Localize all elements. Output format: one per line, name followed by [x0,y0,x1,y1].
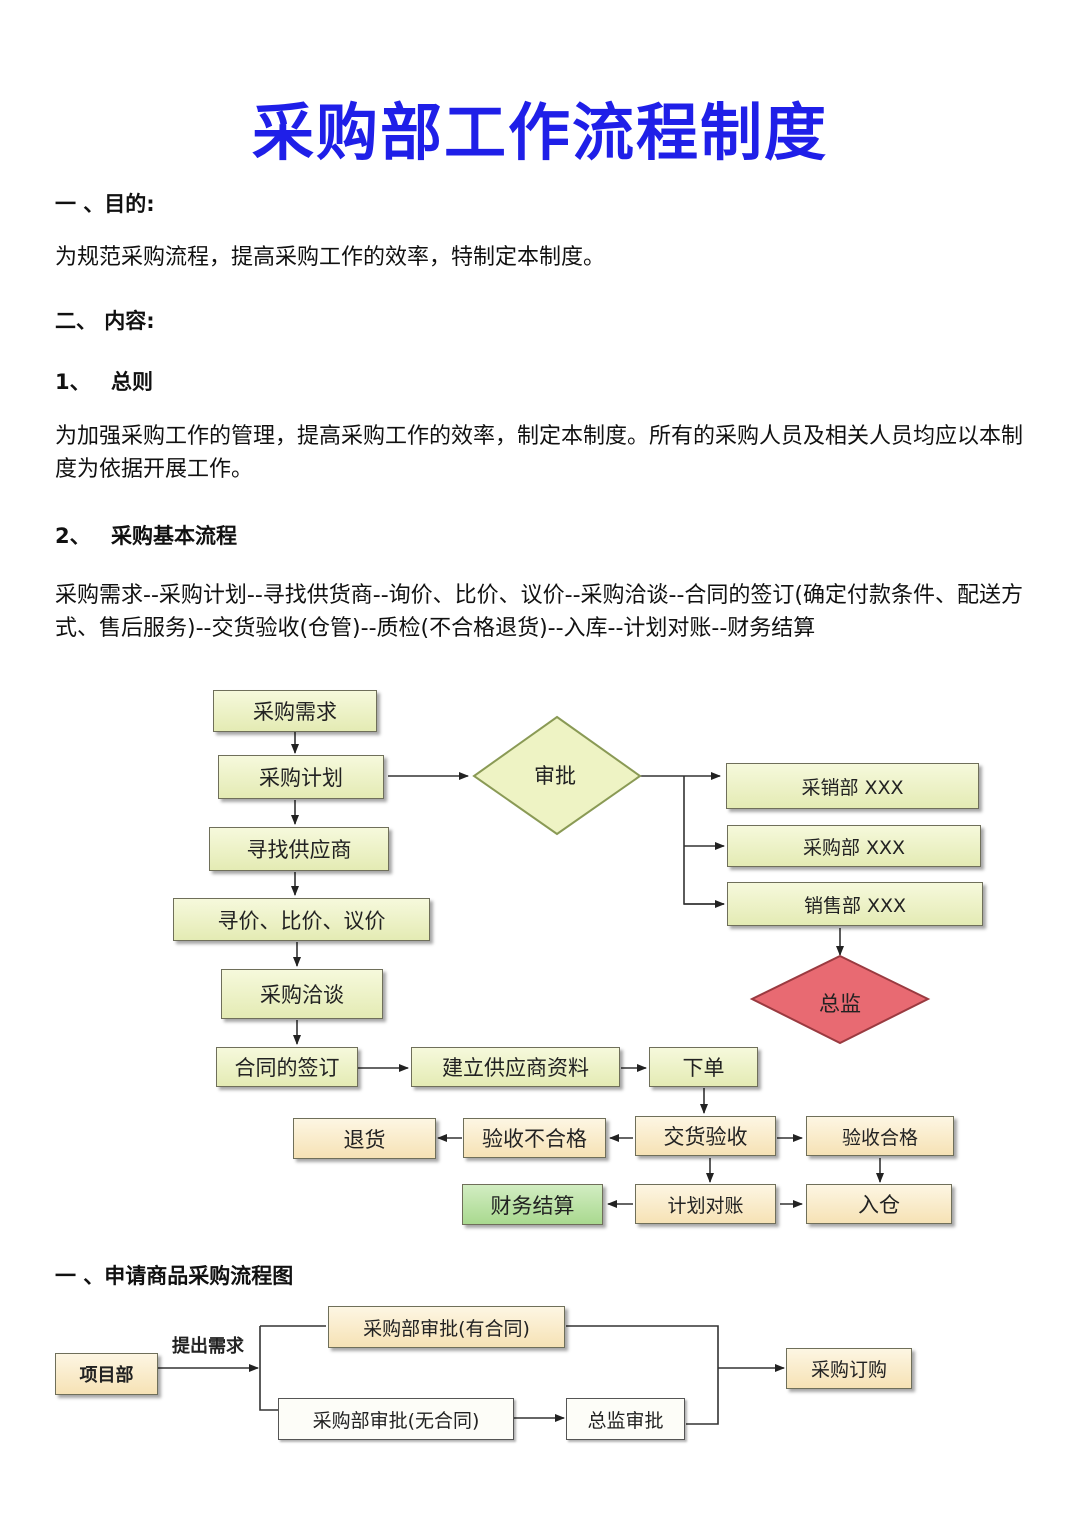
subsection-general-number: 1、 [55,370,91,394]
flow-plan-box: 采购计划 [218,755,384,799]
subsection-flow-text: 采购需求--采购计划--寻找供货商--询价、比价、议价--采购洽谈--合同的签订… [55,583,1023,641]
flow-find-supplier-box: 寻找供应商 [209,827,389,871]
flow2-approve-no-contract-box: 采购部审批(无合同) [278,1398,514,1440]
subsection-general-heading: 1、总则 [55,366,153,396]
section-apply-heading: 一 、申请商品采购流程图 [55,1264,294,1288]
section-content-heading: 二、 内容: [55,309,155,333]
section-purpose-text: 为规范采购流程，提高采购工作的效率，特制定本制度。 [55,245,606,270]
flow-dept2-box: 采购部 XXX [727,825,981,867]
subsection-flow-heading: 2、采购基本流程 [55,520,237,550]
director-label: 总监 [819,992,861,1016]
flow-settle-box: 财务结算 [462,1184,603,1225]
flow2-approve-contract-box: 采购部审批(有合同) [328,1306,565,1348]
subsection-flow-number: 2、 [55,524,91,548]
flow-contract-box: 合同的签订 [216,1047,358,1087]
flow-order-box: 下单 [649,1047,758,1087]
flow-demand-box: 采购需求 [213,690,377,732]
flow-return-box: 退货 [293,1118,436,1159]
flow-negotiate-box: 采购洽谈 [221,969,383,1019]
section-purpose-heading: 一 、目的: [55,192,155,216]
flow2-director-approve-box: 总监审批 [566,1398,685,1440]
approval-label: 审批 [534,764,576,788]
flow-dept3-box: 销售部 XXX [727,882,983,926]
connector-approval-branch [259,1326,278,1411]
flow-dept1-box: 采销部 XXX [726,763,979,809]
page-title: 采购部工作流程制度 [251,96,828,169]
subsection-general-text: 为加强采购工作的管理，提高采购工作的效率，制定本制度。所有的采购人员及相关人员均… [55,424,1024,482]
flow-reconcile-box: 计划对账 [635,1184,776,1224]
subsection-flow-title: 采购基本流程 [111,524,237,548]
connector-dept-branch [683,776,724,905]
flow2-purchase-order-box: 采购订购 [786,1348,912,1389]
flow-pass-box: 验收合格 [806,1116,954,1156]
flow2-raise-demand-label: 提出需求 [172,1336,244,1357]
flow2-project-dept-box: 项目部 [55,1353,158,1395]
flow-storage-box: 入仓 [806,1184,952,1224]
flow-fail-box: 验收不合格 [463,1118,606,1158]
subsection-general-title: 总则 [111,370,153,394]
flow-inquiry-box: 寻价、比价、议价 [173,898,430,941]
flow-delivery-box: 交货验收 [635,1116,776,1156]
flow-supplier-file-box: 建立供应商资料 [411,1047,620,1087]
